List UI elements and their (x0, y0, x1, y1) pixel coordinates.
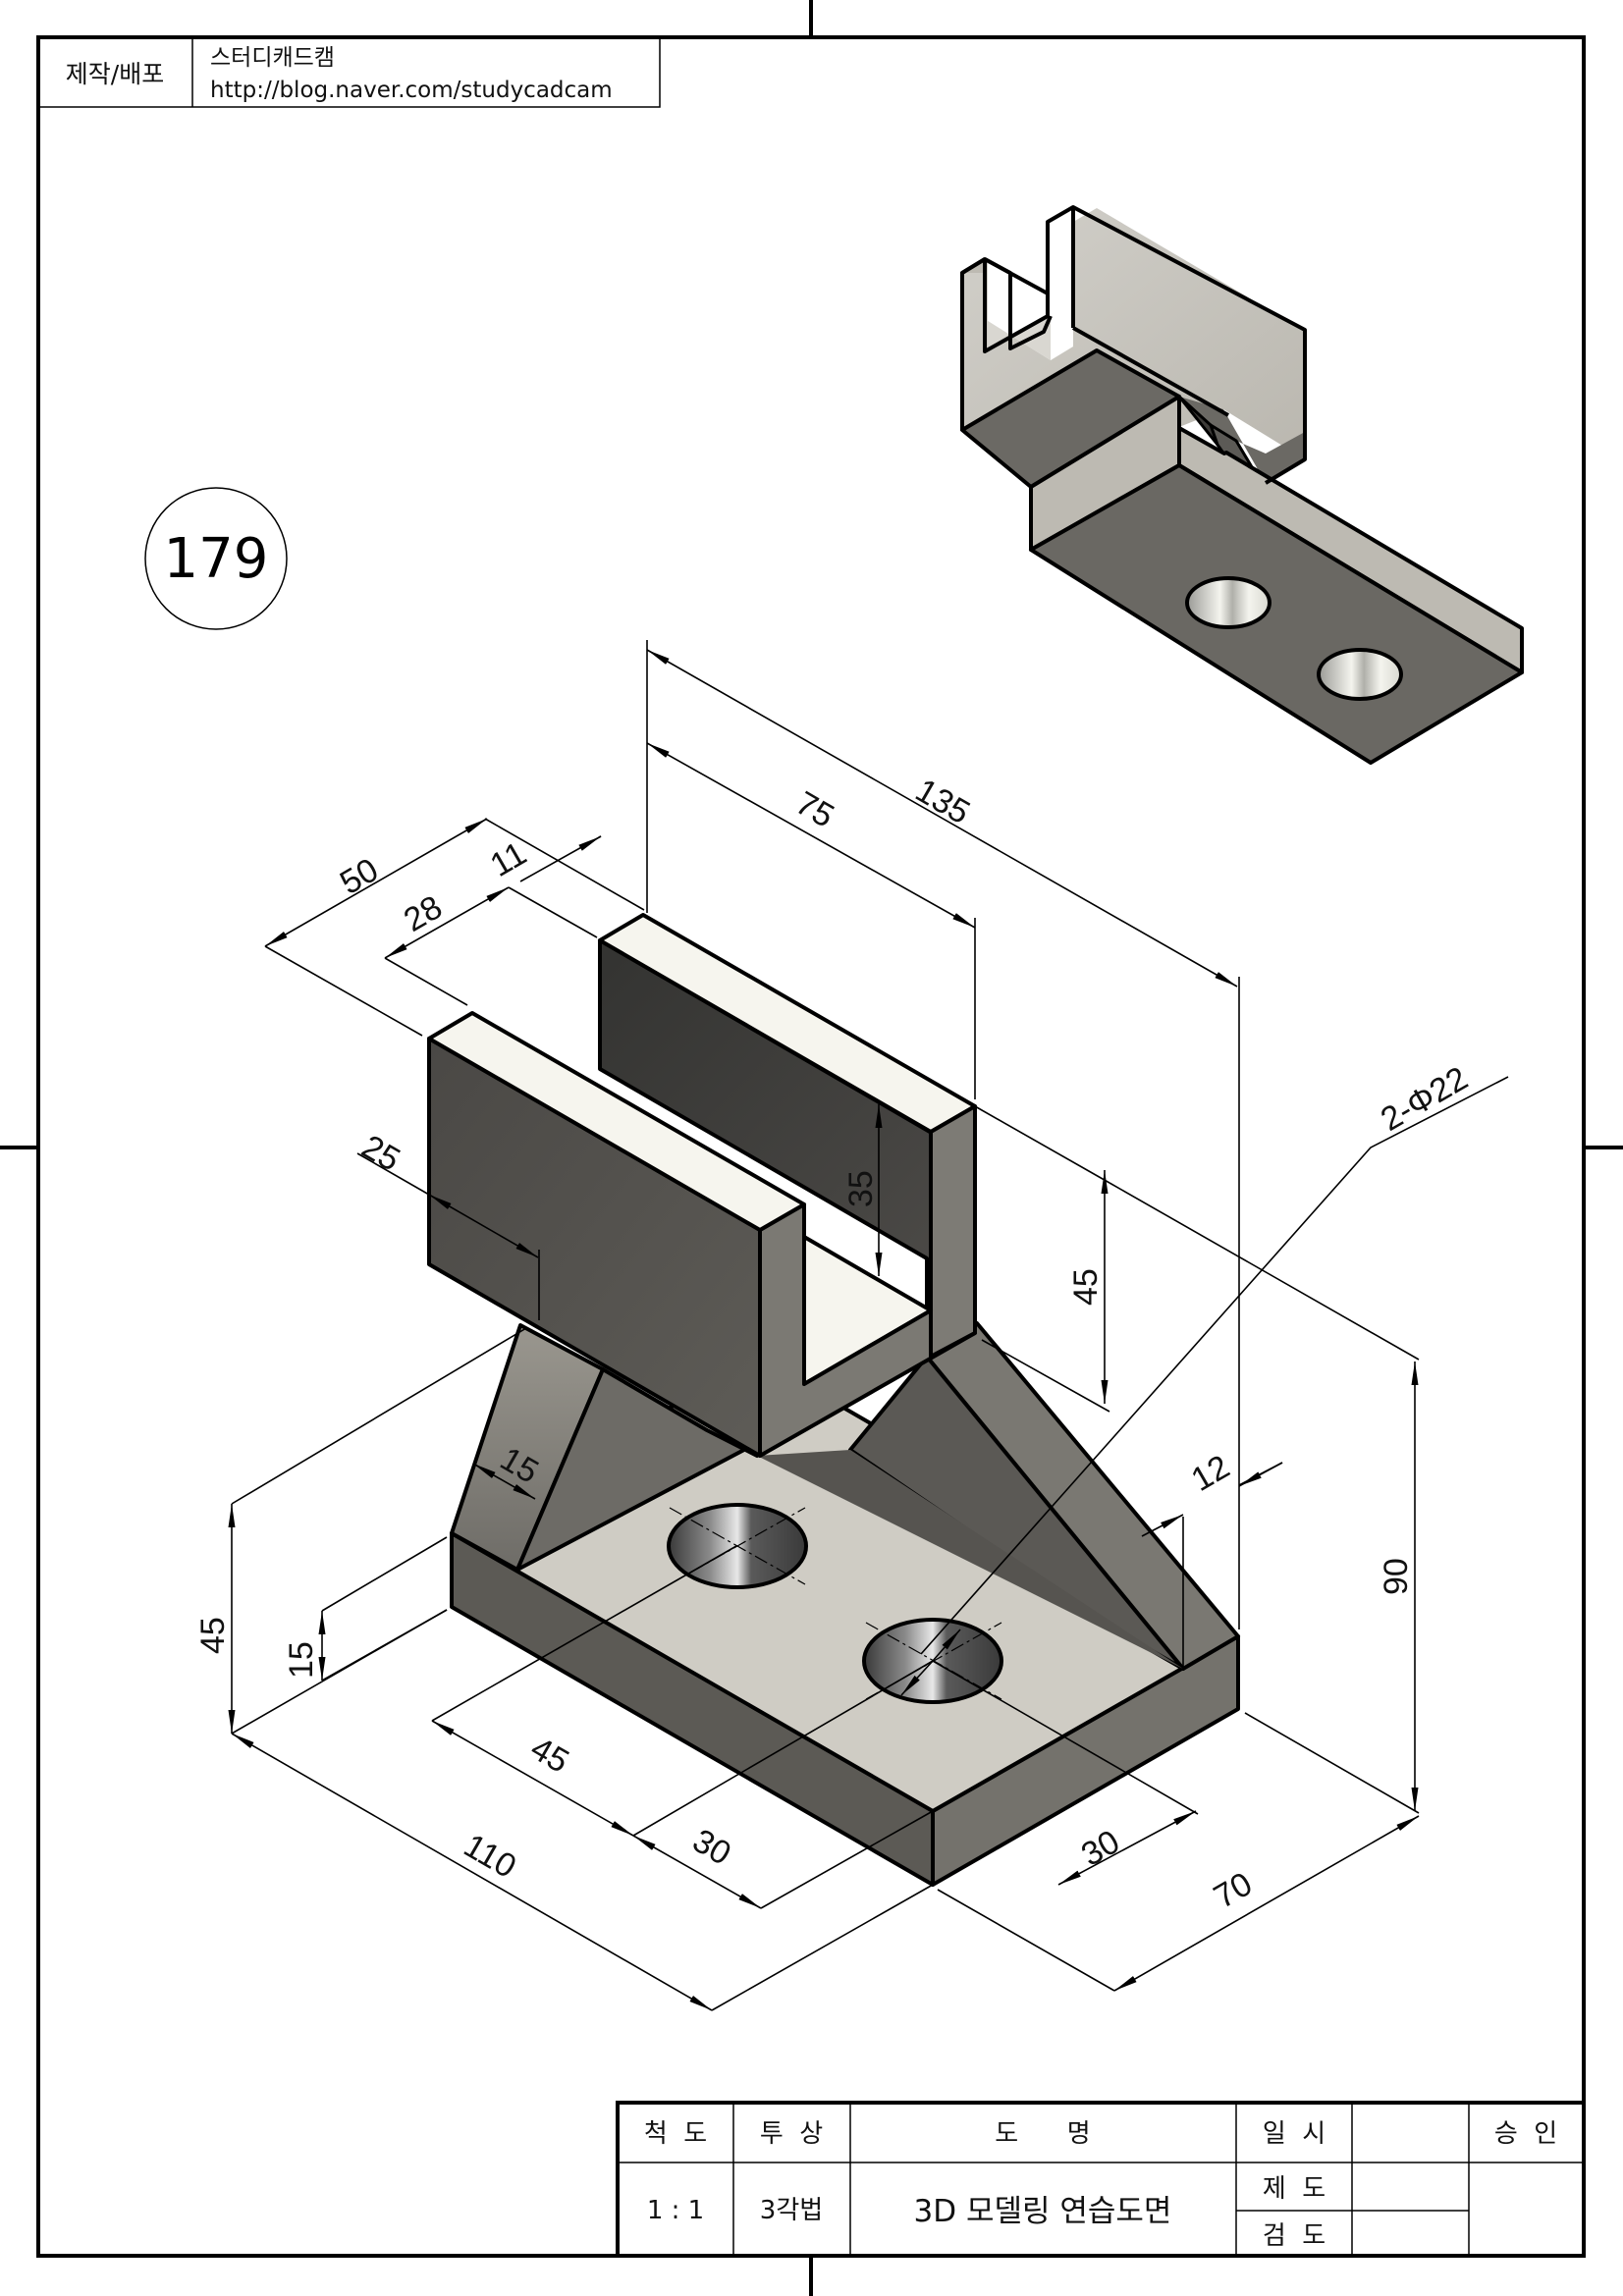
date-label: 일 시 (1263, 2119, 1325, 2149)
dim-70: 70 (1208, 1865, 1259, 1916)
dim-30-right: 30 (1075, 1823, 1126, 1874)
publisher-name: 스터디캐드캠 (210, 45, 335, 71)
title-block: 척 도 투 상 도 명 일 시 승 인 1 : 1 3각법 3D 모델링 연습도… (616, 2101, 1586, 2258)
dim-135: 135 (909, 772, 976, 831)
date-field[interactable] (1353, 2104, 1468, 2162)
publisher-label: 제작/배포 (66, 60, 164, 88)
dim-12: 12 (1185, 1448, 1236, 1499)
dim-90: 90 (1378, 1558, 1415, 1595)
main-isometric-view (427, 913, 1240, 1887)
hole-icon (1185, 576, 1271, 629)
dim-110: 110 (458, 1827, 522, 1886)
projection-label: 투 상 (760, 2119, 823, 2149)
dim-50: 50 (334, 851, 385, 902)
approval-field[interactable] (1470, 2163, 1583, 2255)
projection-value: 3각법 (760, 2196, 823, 2225)
scale-label: 척 도 (644, 2119, 707, 2149)
drawing-number: 179 (164, 527, 269, 591)
dim-15-base: 15 (283, 1641, 320, 1679)
dim-35: 35 (842, 1170, 880, 1207)
checked-field[interactable] (1353, 2212, 1468, 2255)
hole-callout: 2-Φ22 (1375, 1059, 1474, 1139)
dim-28: 28 (398, 888, 449, 939)
dim-25: 25 (355, 1128, 406, 1179)
drawing-name-label: 도 명 (995, 2119, 1090, 2149)
publisher-header: 제작/배포 스터디캐드캠 http://blog.naver.com/study… (37, 36, 661, 108)
dim-45-right: 45 (1067, 1268, 1105, 1306)
approval-label: 승 인 (1494, 2119, 1557, 2149)
drafted-field[interactable] (1353, 2163, 1468, 2210)
hole-icon (1317, 648, 1403, 701)
checked-label: 검 도 (1263, 2221, 1325, 2251)
dim-45-left: 45 (194, 1617, 232, 1654)
drawing-number-badge: 179 (144, 487, 288, 630)
dim-45-base: 45 (524, 1730, 575, 1781)
scale-value: 1 : 1 (647, 2196, 704, 2225)
publisher-url[interactable]: http://blog.naver.com/studycadcam (210, 78, 613, 103)
drawing-name: 3D 모델링 연습도면 (914, 2194, 1172, 2229)
dimension-lines (228, 640, 1509, 2011)
drafted-label: 제 도 (1263, 2174, 1325, 2204)
small-reverse-view (960, 205, 1524, 765)
dim-30-left: 30 (686, 1822, 737, 1873)
